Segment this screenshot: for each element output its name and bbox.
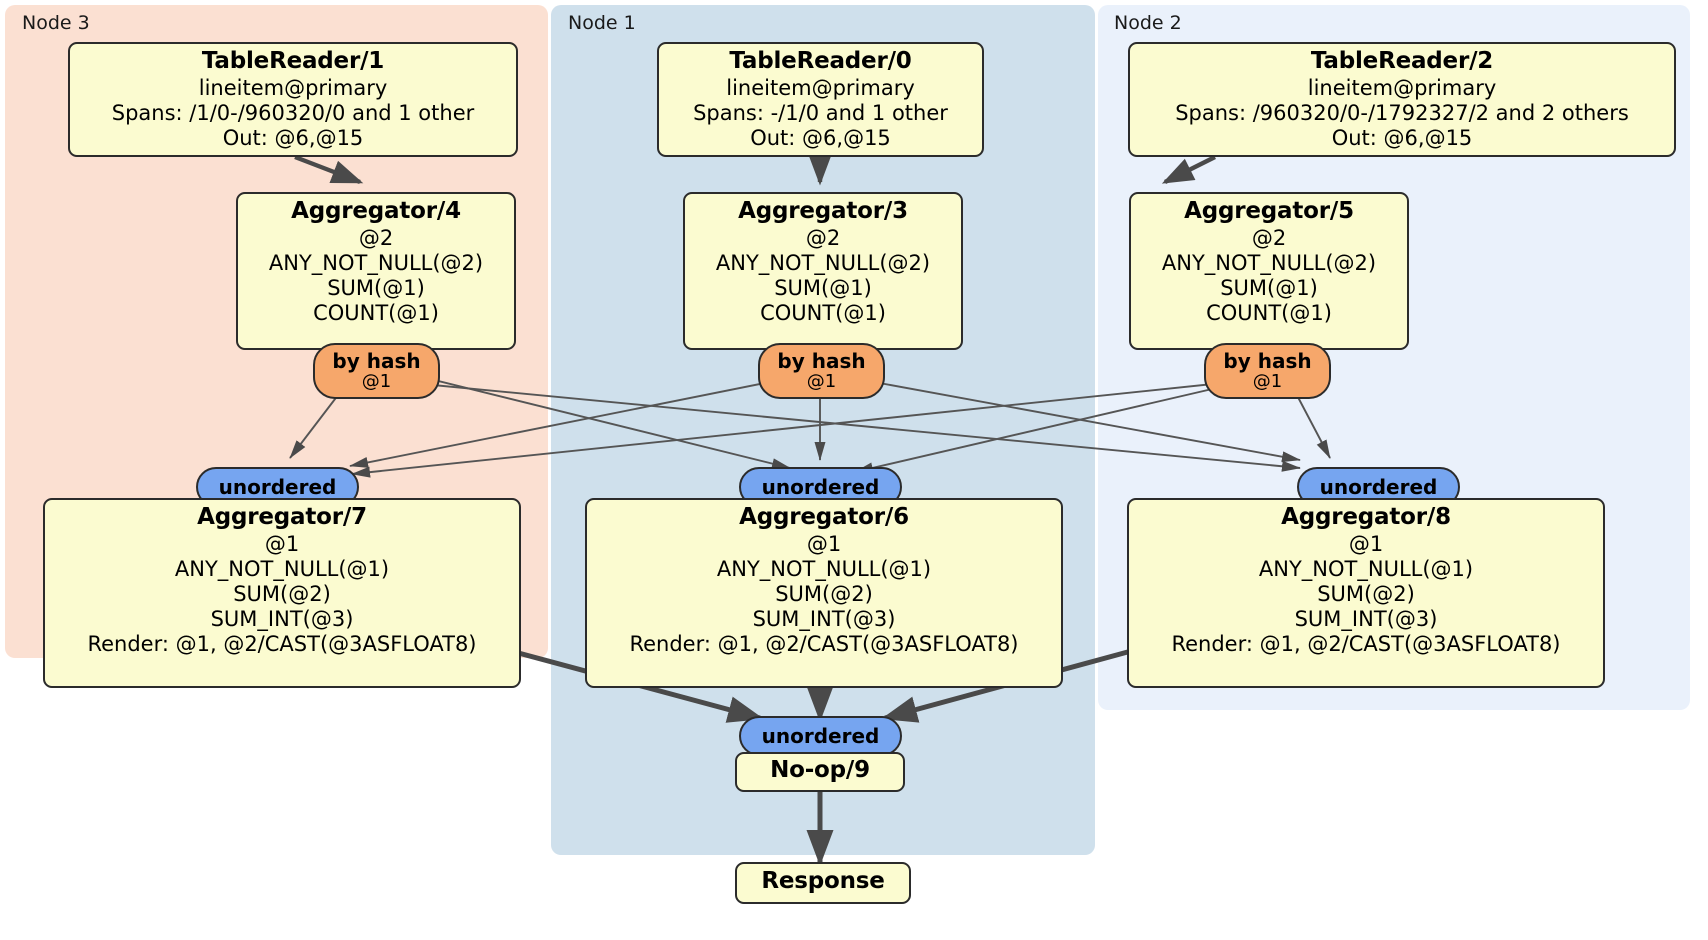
- processor-detail-table: lineitem@primary: [198, 75, 388, 100]
- processor-detail-render: Render: @1, @2/CAST(@3ASFLOAT8): [629, 632, 1019, 657]
- processor-detail-render: Render: @1, @2/CAST(@3ASFLOAT8): [1171, 632, 1561, 657]
- processor-aggregator-5[interactable]: Aggregator/5 @2 ANY_NOT_NULL(@2) SUM(@1)…: [1129, 192, 1409, 350]
- processor-title: TableReader/2: [1310, 48, 1494, 74]
- processor-tablereader-0[interactable]: TableReader/0 lineitem@primary Spans: -/…: [657, 42, 984, 157]
- processor-detail-agg-1: ANY_NOT_NULL(@1): [716, 556, 932, 581]
- processor-detail-out: Out: @6,@15: [1331, 125, 1473, 150]
- processor-aggregator-8[interactable]: Aggregator/8 @1 ANY_NOT_NULL(@1) SUM(@2)…: [1127, 498, 1605, 688]
- processor-title: Aggregator/3: [738, 198, 908, 224]
- processor-detail-table: lineitem@primary: [726, 75, 915, 100]
- processor-detail-groupcol: @1: [1348, 531, 1384, 556]
- processor-aggregator-4[interactable]: Aggregator/4 @2 ANY_NOT_NULL(@2) SUM(@1)…: [236, 192, 516, 350]
- router-column-label: @1: [361, 371, 392, 393]
- processor-detail-agg-1: ANY_NOT_NULL(@2): [1161, 250, 1377, 275]
- processor-detail-spans: Spans: /1/0-/960320/0 and 1 other: [111, 100, 475, 125]
- processor-detail-agg-3: SUM_INT(@3): [210, 607, 354, 632]
- node-label-node1: Node 1: [568, 12, 636, 34]
- node-label-node2: Node 2: [1114, 12, 1182, 34]
- processor-detail-agg-3: COUNT(@1): [1206, 301, 1332, 326]
- processor-title: TableReader/1: [201, 48, 385, 74]
- processor-detail-table: lineitem@primary: [1307, 75, 1497, 100]
- router-column-label: @1: [806, 371, 837, 393]
- processor-title: TableReader/0: [729, 48, 912, 74]
- processor-detail-agg-2: SUM(@1): [1220, 275, 1318, 300]
- router-type-label: unordered: [218, 474, 337, 499]
- router-type-label: unordered: [761, 723, 880, 748]
- processor-response[interactable]: Response: [735, 862, 911, 904]
- processor-detail-groupcol: @2: [805, 225, 841, 250]
- processor-detail-groupcol: @1: [264, 531, 300, 556]
- router-by-hash-center[interactable]: by hash @1: [758, 343, 885, 399]
- processor-title: Aggregator/5: [1184, 198, 1354, 224]
- processor-noop-9[interactable]: No-op/9: [735, 752, 905, 792]
- router-type-label: unordered: [1319, 474, 1438, 499]
- processor-aggregator-3[interactable]: Aggregator/3 @2 ANY_NOT_NULL(@2) SUM(@1)…: [683, 192, 963, 350]
- processor-title: Response: [761, 868, 885, 894]
- processor-detail-render: Render: @1, @2/CAST(@3ASFLOAT8): [87, 632, 477, 657]
- processor-tablereader-1[interactable]: TableReader/1 lineitem@primary Spans: /1…: [68, 42, 518, 157]
- processor-detail-spans: Spans: /960320/0-/1792327/2 and 2 others: [1175, 100, 1629, 125]
- processor-detail-out: Out: @6,@15: [222, 125, 364, 150]
- router-column-label: @1: [1252, 371, 1283, 393]
- processor-detail-agg-3: SUM_INT(@3): [752, 607, 896, 632]
- router-by-hash-right[interactable]: by hash @1: [1204, 343, 1331, 399]
- processor-title: Aggregator/8: [1281, 504, 1451, 530]
- processor-detail-agg-2: SUM(@1): [327, 275, 425, 300]
- processor-detail-groupcol: @2: [358, 225, 394, 250]
- processor-detail-groupcol: @2: [1251, 225, 1287, 250]
- processor-detail-agg-1: ANY_NOT_NULL(@2): [715, 250, 931, 275]
- router-type-label: by hash: [1223, 348, 1312, 373]
- processor-detail-agg-2: SUM(@2): [233, 581, 331, 606]
- processor-detail-agg-1: ANY_NOT_NULL(@1): [174, 556, 390, 581]
- processor-detail-agg-3: SUM_INT(@3): [1294, 607, 1438, 632]
- processor-aggregator-6[interactable]: Aggregator/6 @1 ANY_NOT_NULL(@1) SUM(@2)…: [585, 498, 1063, 688]
- processor-title: Aggregator/7: [197, 504, 367, 530]
- processor-detail-agg-2: SUM(@1): [774, 275, 872, 300]
- processor-detail-agg-1: ANY_NOT_NULL(@1): [1258, 556, 1474, 581]
- node-label-node3: Node 3: [22, 12, 90, 34]
- processor-detail-agg-2: SUM(@2): [775, 581, 873, 606]
- router-type-label: by hash: [332, 348, 421, 373]
- processor-title: Aggregator/6: [739, 504, 909, 530]
- processor-detail-agg-3: COUNT(@1): [313, 301, 439, 326]
- processor-detail-spans: Spans: -/1/0 and 1 other: [693, 100, 948, 125]
- processor-detail-agg-2: SUM(@2): [1317, 581, 1415, 606]
- processor-detail-agg-3: COUNT(@1): [760, 301, 886, 326]
- router-by-hash-left[interactable]: by hash @1: [313, 343, 440, 399]
- router-unordered-final[interactable]: unordered: [739, 716, 902, 756]
- processor-title: Aggregator/4: [291, 198, 461, 224]
- processor-detail-out: Out: @6,@15: [750, 125, 891, 150]
- router-type-label: unordered: [761, 474, 880, 499]
- processor-detail-groupcol: @1: [806, 531, 842, 556]
- router-type-label: by hash: [777, 348, 866, 373]
- processor-aggregator-7[interactable]: Aggregator/7 @1 ANY_NOT_NULL(@1) SUM(@2)…: [43, 498, 521, 688]
- processor-detail-agg-1: ANY_NOT_NULL(@2): [268, 250, 484, 275]
- processor-tablereader-2[interactable]: TableReader/2 lineitem@primary Spans: /9…: [1128, 42, 1676, 157]
- processor-title: No-op/9: [770, 757, 870, 783]
